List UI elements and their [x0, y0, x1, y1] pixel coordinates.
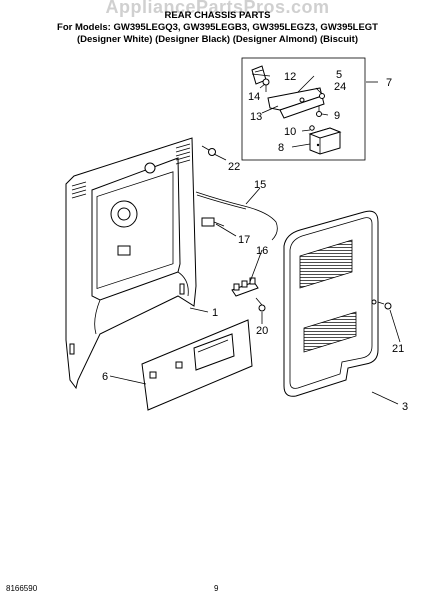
callout-labels: 12 14 13 5 24 9 10 8 7 22 15 17 16 20 1 … [102, 69, 408, 413]
diagram-title: REAR CHASSIS PARTS [164, 10, 271, 21]
callout-21: 21 [392, 343, 404, 355]
bracket-assembly [267, 87, 325, 119]
callout-5: 5 [336, 69, 342, 81]
callout-6: 6 [102, 371, 108, 383]
callout-13: 13 [250, 111, 262, 123]
page-number: 9 [214, 584, 219, 593]
leader-lines [109, 73, 401, 405]
callout-8: 8 [278, 142, 284, 154]
screw-part-20 [255, 297, 266, 312]
access-cover-part-6 [141, 319, 253, 411]
callout-1: 1 [212, 307, 218, 319]
document-number: 8166590 [6, 584, 38, 593]
screw-part-21 [377, 301, 392, 310]
callout-17: 17 [238, 234, 250, 246]
callout-15: 15 [254, 179, 266, 191]
callout-16: 16 [256, 245, 268, 257]
callout-22: 22 [228, 161, 240, 173]
screw-part-24 [319, 93, 325, 99]
callout-10: 10 [284, 126, 296, 138]
callout-12: 12 [284, 71, 296, 83]
screw-part-10 [309, 125, 315, 131]
connector-part-17 [201, 217, 225, 227]
wire-harness-part-15 [195, 191, 278, 241]
callout-20: 20 [256, 325, 268, 337]
back-cover-part-3 [283, 210, 379, 397]
screw-part-9 [316, 106, 322, 117]
terminal-strip-part-16 [231, 277, 259, 297]
callout-14: 14 [248, 91, 260, 103]
model-variants: (Designer White) (Designer Black) (Desig… [77, 34, 358, 45]
screw-part-14 [262, 78, 270, 92]
screw-part-22 [201, 145, 216, 156]
callout-7: 7 [386, 77, 392, 89]
model-list: For Models: GW395LEGQ3, GW395LEGB3, GW39… [57, 22, 378, 33]
callout-24: 24 [334, 81, 346, 93]
rear-panel-part-1 [65, 137, 197, 390]
terminal-block-part-8 [308, 127, 342, 155]
callout-3: 3 [402, 401, 408, 413]
watermark: AppliancePartsPros.com [105, 0, 330, 17]
callout-9: 9 [334, 110, 340, 122]
